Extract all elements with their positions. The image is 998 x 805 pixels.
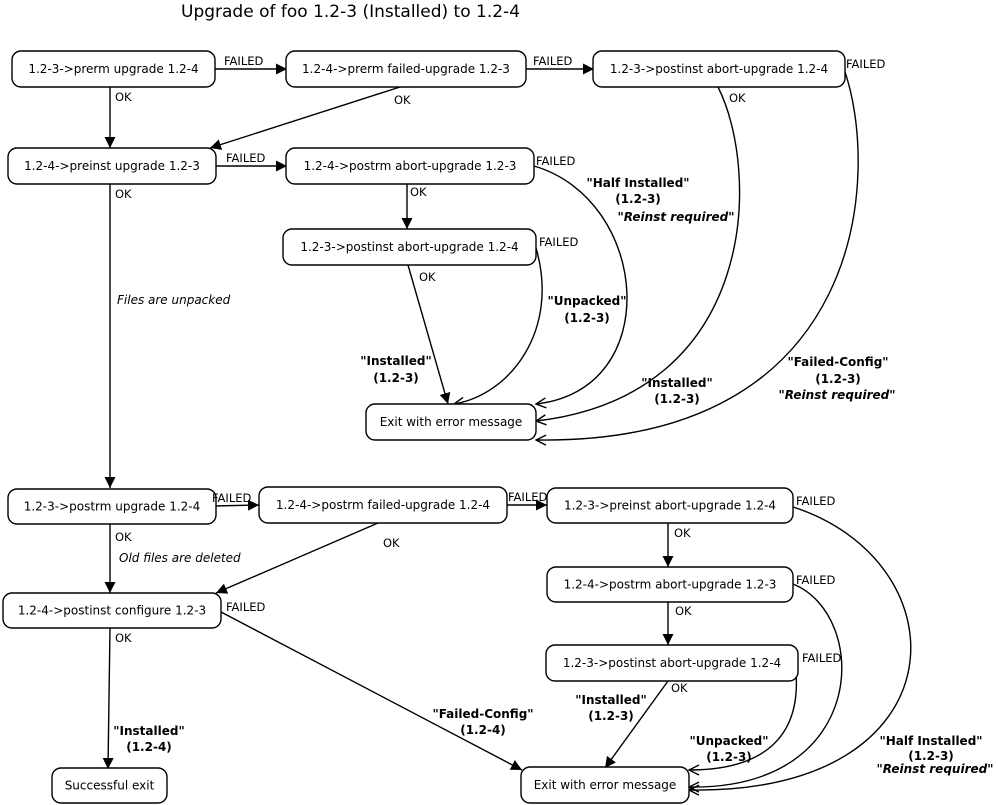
label-reinst-required: "Reinst required" (779, 388, 896, 402)
svg-text:1.2-4->postinst configure 1.2-: 1.2-4->postinst configure 1.2-3 (18, 604, 206, 618)
label-version-123: (1.2-3) (564, 311, 610, 325)
node-postrm-abort-upgrade-bottom[interactable]: 1.2-4->postrm abort-upgrade 1.2-3 (546, 566, 794, 603)
label-version-123: (1.2-3) (706, 750, 752, 764)
node-exit-error-bottom[interactable]: Exit with error message (520, 766, 690, 804)
label-ok: OK (115, 530, 132, 544)
label-failed: FAILED (226, 151, 265, 165)
label-version-123: (1.2-3) (654, 392, 700, 406)
node-postrm-abort-upgrade-top[interactable]: 1.2-4->postrm abort-upgrade 1.2-3 (285, 147, 535, 185)
diagram-title: Upgrade of foo 1.2-3 (Installed) to 1.2-… (181, 2, 520, 22)
label-ok: OK (729, 91, 746, 105)
node-prerm-upgrade[interactable]: 1.2-3->prerm upgrade 1.2-4 (11, 50, 216, 88)
label-version-123: (1.2-3) (373, 371, 419, 385)
label-files-unpacked: Files are unpacked (117, 293, 231, 307)
label-installed: "Installed" (113, 724, 184, 738)
edge-n5-err1-halfinstalled (533, 165, 628, 404)
svg-text:1.2-3->preinst abort-upgrade 1: 1.2-3->preinst abort-upgrade 1.2-4 (564, 499, 776, 513)
label-installed: "Installed" (575, 693, 646, 707)
label-old-files-deleted: Old files are deleted (119, 551, 241, 565)
node-prerm-failed-upgrade[interactable]: 1.2-4->prerm failed-upgrade 1.2-3 (285, 50, 527, 88)
label-half-installed: "Half Installed" (586, 176, 689, 190)
node-successful-exit[interactable]: Successful exit (51, 767, 168, 804)
label-reinst-required: "Reinst required" (618, 210, 735, 224)
svg-text:1.2-3->prerm upgrade 1.2-4: 1.2-3->prerm upgrade 1.2-4 (28, 62, 198, 76)
svg-text:Exit with error message: Exit with error message (380, 415, 523, 429)
edge-n9-err2-halfinstalled (689, 505, 912, 790)
node-exit-error-top[interactable]: Exit with error message (365, 403, 537, 441)
node-postinst-abort-upgrade-bottom[interactable]: 1.2-3->postinst abort-upgrade 1.2-4 (545, 644, 799, 682)
svg-text:1.2-4->preinst upgrade 1.2-3: 1.2-4->preinst upgrade 1.2-3 (24, 159, 200, 173)
label-unpacked: "Unpacked" (548, 294, 627, 308)
label-version-123: (1.2-3) (908, 749, 954, 763)
label-version-123: (1.2-3) (815, 372, 861, 386)
label-ok: OK (115, 631, 132, 645)
label-failed: FAILED (539, 235, 578, 249)
node-postrm-failed-upgrade[interactable]: 1.2-4->postrm failed-upgrade 1.2-4 (258, 486, 508, 524)
edge-n3-err1-failedconfig (536, 68, 859, 440)
label-failed: FAILED (508, 490, 547, 504)
label-failed: FAILED (226, 600, 265, 614)
edge-n3-err1-installed (536, 86, 741, 421)
svg-text:1.2-4->prerm failed-upgrade 1.: 1.2-4->prerm failed-upgrade 1.2-3 (302, 62, 510, 76)
label-unpacked: "Unpacked" (690, 734, 769, 748)
svg-text:1.2-4->postrm abort-upgrade 1.: 1.2-4->postrm abort-upgrade 1.2-3 (304, 159, 517, 173)
edge-n2-n4 (209, 86, 401, 150)
node-postrm-upgrade[interactable]: 1.2-3->postrm upgrade 1.2-4 (7, 488, 217, 525)
label-ok: OK (115, 187, 132, 201)
node-postinst-abort-upgrade-mid[interactable]: 1.2-3->postinst abort-upgrade 1.2-4 (282, 228, 537, 266)
label-ok: OK (115, 90, 132, 104)
label-ok: OK (410, 185, 427, 199)
svg-text:Exit with error message: Exit with error message (534, 778, 677, 792)
edge-n6-err1 (407, 264, 451, 405)
label-failed: FAILED (536, 154, 575, 168)
edge-n6-err1-unpacked (454, 247, 543, 404)
label-version-124: (1.2-4) (460, 723, 506, 737)
svg-text:1.2-3->postinst abort-upgrade: 1.2-3->postinst abort-upgrade 1.2-4 (563, 656, 781, 670)
svg-text:1.2-3->postinst abort-upgrade: 1.2-3->postinst abort-upgrade 1.2-4 (610, 62, 828, 76)
label-ok: OK (383, 536, 400, 550)
svg-text:Successful exit: Successful exit (65, 779, 155, 793)
edge-n11-err2 (604, 680, 669, 769)
label-ok: OK (419, 270, 436, 284)
label-failed: FAILED (846, 57, 885, 71)
svg-text:1.2-3->postrm upgrade 1.2-4: 1.2-3->postrm upgrade 1.2-4 (24, 500, 201, 514)
label-version-124: (1.2-4) (126, 740, 172, 754)
edge-n7-n8 (213, 499, 260, 511)
label-installed: "Installed" (360, 354, 431, 368)
label-version-123: (1.2-3) (615, 192, 661, 206)
edge-n8-n12 (215, 522, 379, 594)
label-failed: FAILED (224, 54, 263, 68)
node-postinst-abort-upgrade-top[interactable]: 1.2-3->postinst abort-upgrade 1.2-4 (592, 50, 846, 88)
label-version-123: (1.2-3) (588, 709, 634, 723)
node-preinst-upgrade[interactable]: 1.2-4->preinst upgrade 1.2-3 (7, 147, 217, 185)
label-installed: "Installed" (641, 376, 712, 390)
label-failed: FAILED (796, 573, 835, 587)
label-reinst-required: "Reinst required" (877, 762, 994, 776)
label-failed: FAILED (796, 494, 835, 508)
node-preinst-abort-upgrade[interactable]: 1.2-3->preinst abort-upgrade 1.2-4 (546, 487, 794, 524)
label-failed: FAILED (533, 54, 572, 68)
label-failed: FAILED (212, 491, 251, 505)
label-ok: OK (674, 526, 691, 540)
label-ok: OK (671, 681, 688, 695)
label-failed-config: "Failed-Config" (432, 707, 533, 721)
edge-n12-err2 (220, 611, 523, 771)
label-half-installed: "Half Installed" (879, 734, 982, 748)
label-ok: OK (394, 93, 411, 107)
label-failed: FAILED (802, 651, 841, 665)
label-ok: OK (675, 604, 692, 618)
svg-text:1.2-4->postrm failed-upgrade 1: 1.2-4->postrm failed-upgrade 1.2-4 (276, 498, 490, 512)
svg-text:1.2-4->postrm abort-upgrade 1.: 1.2-4->postrm abort-upgrade 1.2-3 (564, 578, 777, 592)
node-postinst-configure[interactable]: 1.2-4->postinst configure 1.2-3 (2, 592, 222, 629)
label-failed-config: "Failed-Config" (787, 355, 888, 369)
edge-n12-success (102, 627, 114, 770)
edge-n10-err2 (689, 583, 843, 787)
svg-text:1.2-3->postinst abort-upgrade: 1.2-3->postinst abort-upgrade 1.2-4 (300, 240, 518, 254)
edge-n11-err2-unpacked (689, 662, 797, 770)
